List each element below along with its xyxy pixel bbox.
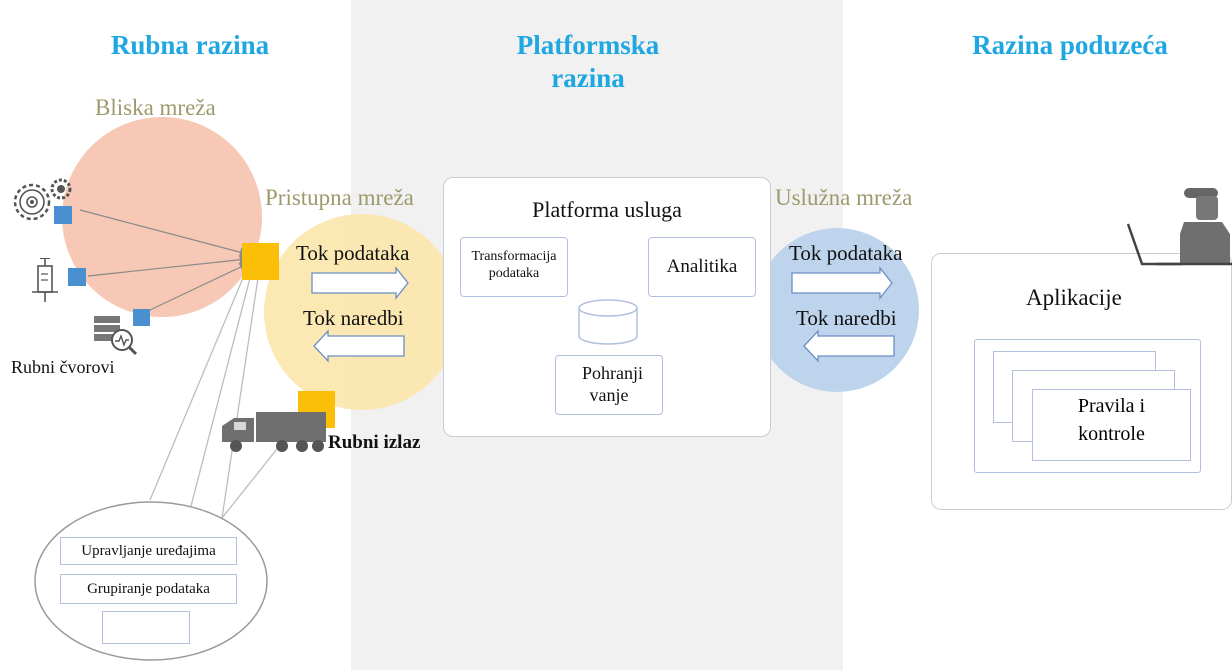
proximity-network-circle: [62, 117, 262, 317]
edge-node-marker: [68, 268, 86, 286]
access-network-label: Pristupna mreža: [265, 185, 414, 210]
truck-icon: [222, 412, 326, 452]
edge-nodes-label: Rubni čvorovi: [11, 357, 115, 377]
access-command-flow-label: Tok naredbi: [303, 306, 404, 330]
rules-and-controls-card: Pravila i kontrole: [1032, 389, 1191, 461]
node-link-3: [149, 262, 250, 311]
database-cylinder-icon: [578, 299, 638, 345]
node-link-2: [87, 254, 250, 277]
access-data-flow-label: Tok podataka: [296, 241, 410, 265]
access-network-circle: [264, 214, 460, 410]
service-data-flow-arrow: [791, 266, 893, 300]
user-at-computer-icon: [1126, 188, 1232, 266]
applications-title: Aplikacije: [1026, 285, 1122, 310]
data-transformation-box: Transformacija podataka: [460, 237, 568, 297]
data-aggregation-item: Grupiranje podataka: [60, 574, 237, 604]
platform-tier-title: Platformska razina: [516, 30, 660, 93]
access-data-flow-arrow: [311, 266, 409, 300]
edge-tier-title: Rubna razina: [110, 30, 270, 60]
storage-box: Pohranji vanje: [555, 355, 663, 415]
server-monitor-icon: [94, 316, 138, 356]
analytics-box: Analitika: [648, 237, 756, 297]
device-management-item: Upravljanje uređajima: [60, 537, 237, 565]
service-command-flow-arrow: [803, 329, 895, 363]
edge-node-marker: [54, 206, 72, 224]
syringe-sensor-icon: [32, 258, 58, 302]
edge-gateway-label: Rubni izlaz: [328, 432, 421, 453]
service-network-label: Uslužna mreža: [775, 185, 913, 210]
gear-icon: [13, 178, 72, 221]
enterprise-tier-title: Razina poduzeća: [972, 30, 1168, 60]
access-command-flow-arrow: [313, 329, 405, 363]
edge-node-marker: [133, 309, 150, 326]
proximity-network-label: Bliska mreža: [95, 95, 216, 120]
gateway-marker: [242, 243, 279, 280]
empty-function-item: [102, 611, 190, 644]
service-command-flow-label: Tok naredbi: [796, 306, 897, 330]
node-link-1: [79, 209, 250, 257]
service-platform-title: Platforma usluga: [532, 197, 682, 222]
service-data-flow-label: Tok podataka: [789, 241, 903, 265]
